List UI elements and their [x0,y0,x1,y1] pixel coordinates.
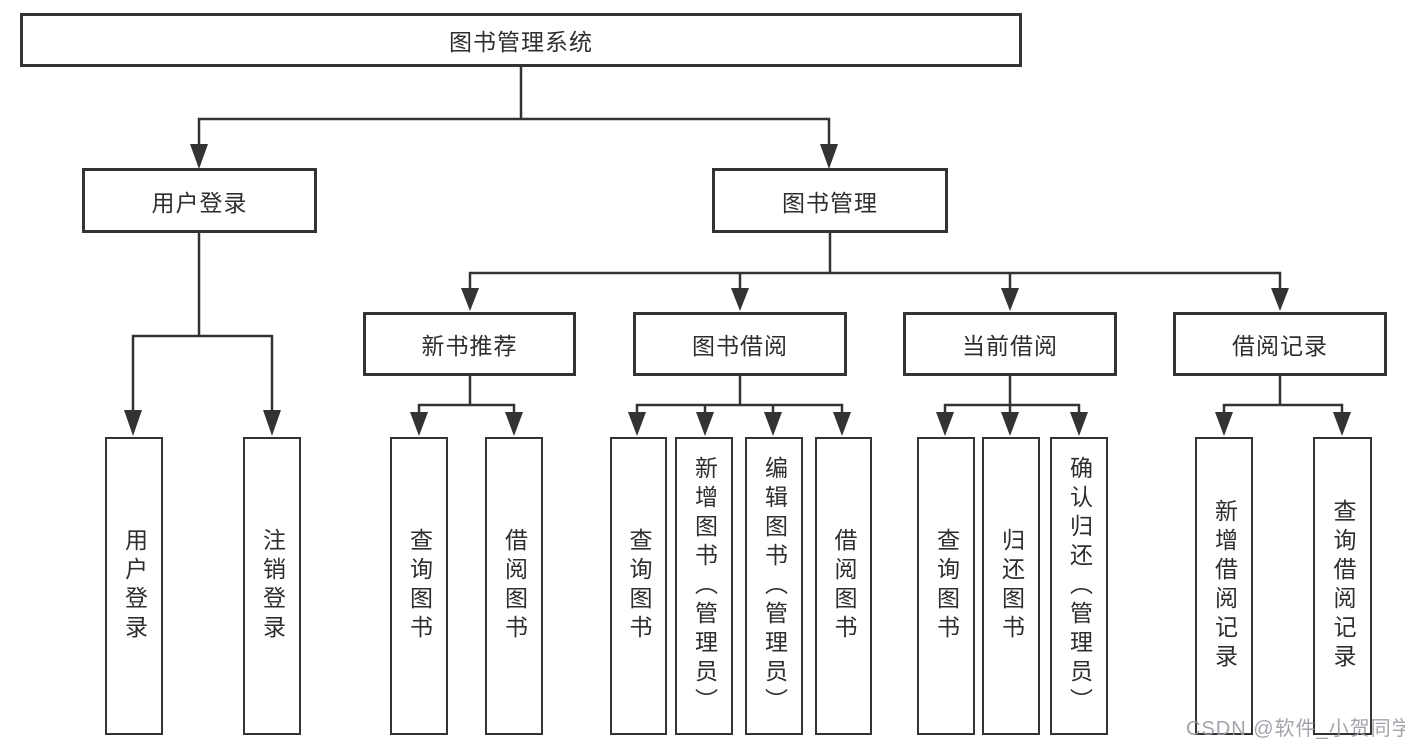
node-book-borrow: 图书借阅 [633,312,847,376]
leaf-query-books-borrow: 查询图书 [610,437,667,735]
node-user-login: 用户登录 [82,168,317,233]
leaf-confirm-return-admin: 确认归还（管理员） [1050,437,1108,735]
arrowheads-book-management-children [461,288,1289,311]
node-new-book-recommend: 新书推荐 [363,312,576,376]
node-user-login-label: 用户登录 [151,189,248,216]
node-book-management: 图书管理 [712,168,948,233]
leaf-query-borrow-record: 查询借阅记录 [1313,437,1372,735]
leaf-user-login: 用户登录 [105,437,163,735]
leaf-logout-login: 注销登录 [243,437,301,735]
arrowheads-borrow-record-children [1215,412,1351,436]
leaf-query-books-current-label: 查询图书 [933,528,960,644]
leaf-user-login-label: 用户登录 [121,528,148,644]
csdn-watermark: CSDN @软件_小贺同学 [1186,718,1405,740]
leaf-borrow-books: 借阅图书 [815,437,872,735]
leaf-borrow-books-recommend-label: 借阅图书 [501,528,528,644]
arrowheads-current-borrow-children [936,412,1088,436]
arrowheads-book-borrow-children [628,412,851,436]
leaf-add-borrow-record-label: 新增借阅记录 [1211,499,1238,673]
node-book-borrow-label: 图书借阅 [692,333,788,359]
node-current-borrow: 当前借阅 [903,312,1117,376]
arrowheads-level2 [190,144,838,169]
leaf-query-books-recommend: 查询图书 [390,437,448,735]
leaf-borrow-books-label: 借阅图书 [831,528,857,644]
leaf-edit-book-admin-label: 编辑图书（管理员） [761,455,788,717]
leaf-return-book: 归还图书 [982,437,1040,735]
leaf-return-book-label: 归还图书 [998,528,1025,644]
node-root-system: 图书管理系统 [20,13,1022,67]
arrowheads-user-login-children [124,410,281,436]
leaf-confirm-return-admin-label: 确认归还（管理员） [1066,455,1093,717]
edge-root-to-level2 [197,66,831,147]
node-root-system-label: 图书管理系统 [449,29,593,55]
leaf-add-book-admin: 新增图书（管理员） [675,437,733,735]
edge-new-book-children [417,375,516,414]
edge-borrow-record-children [1222,375,1344,414]
leaf-query-books-current: 查询图书 [917,437,975,735]
leaf-borrow-books-recommend: 借阅图书 [485,437,543,735]
edge-user-login-children [131,233,274,413]
node-borrow-records: 借阅记录 [1173,312,1387,376]
leaf-query-books-borrow-label: 查询图书 [626,528,652,644]
leaf-add-book-admin-label: 新增图书（管理员） [691,455,718,717]
edge-book-borrow-children [635,375,844,414]
edge-book-management-children [468,233,1282,291]
node-book-management-label: 图书管理 [782,189,878,216]
leaf-add-borrow-record: 新增借阅记录 [1195,437,1253,735]
leaf-query-borrow-record-label: 查询借阅记录 [1330,499,1356,673]
node-borrow-records-label: 借阅记录 [1232,333,1328,359]
node-current-borrow-label: 当前借阅 [962,333,1058,359]
arrowheads-new-book-children [410,412,523,436]
leaf-query-books-recommend-label: 查询图书 [406,528,433,644]
leaf-logout-login-label: 注销登录 [259,528,286,644]
node-new-book-recommend-label: 新书推荐 [421,333,518,359]
leaf-edit-book-admin: 编辑图书（管理员） [745,437,803,735]
edge-current-borrow-children [943,375,1081,414]
